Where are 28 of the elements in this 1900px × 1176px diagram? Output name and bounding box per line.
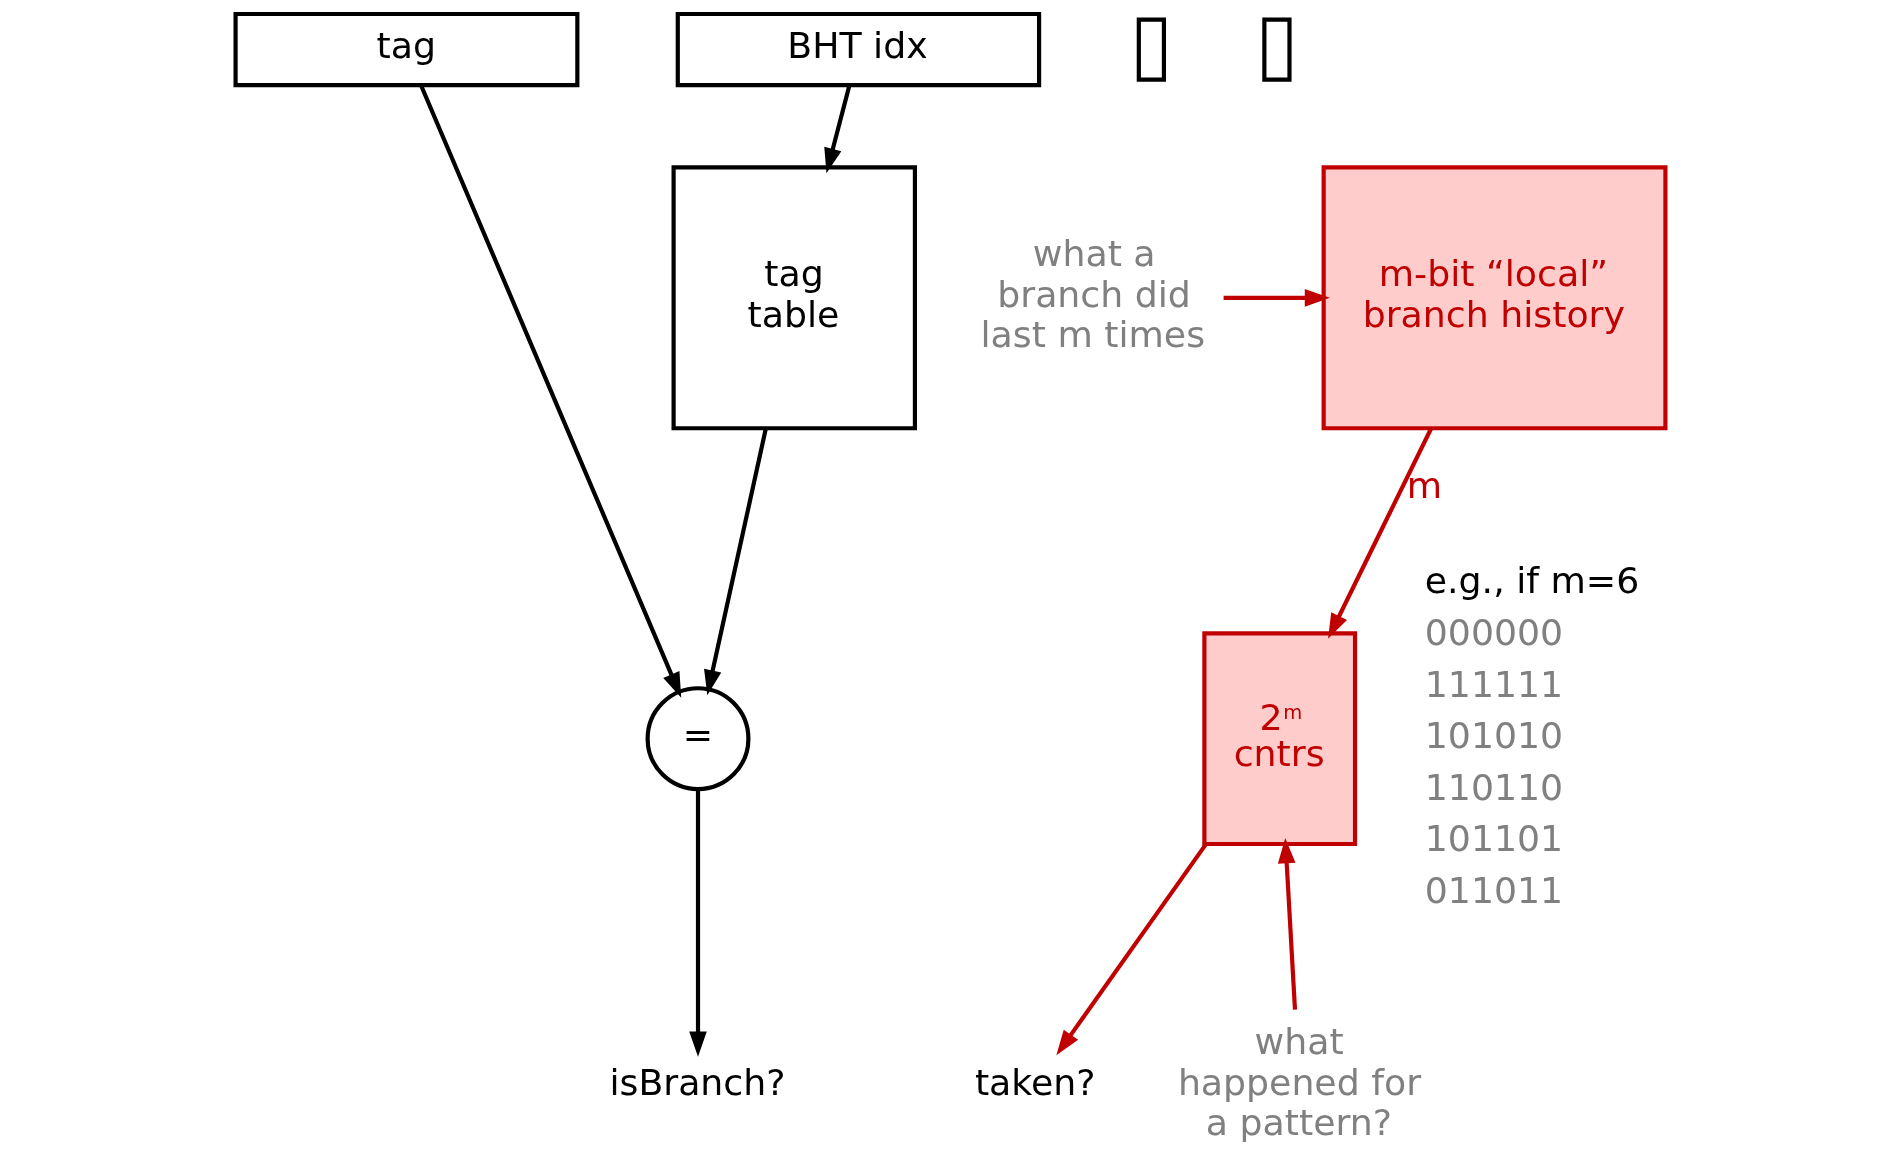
node-text: what a branch did last m times: [979, 232, 1205, 357]
label: 101010: [1424, 714, 1563, 758]
node-box: tag table: [671, 165, 917, 431]
node-text: taken?: [974, 1060, 1096, 1104]
node-text: what happened for a pattern?: [1177, 1020, 1421, 1145]
arrow: [1327, 427, 1433, 639]
node-box: [1136, 17, 1166, 82]
node-box: m-bit “local” branch history: [1321, 165, 1667, 431]
node-circle: =: [645, 686, 750, 792]
edge-label: m: [1406, 463, 1442, 507]
node-box: 2$^{m}$ cntrs: [1201, 631, 1357, 847]
label: e.g., if m=6: [1424, 559, 1639, 603]
arrow: [418, 84, 681, 698]
node-text: isBranch?: [608, 1060, 786, 1104]
node-box: BHT idx: [675, 11, 1041, 88]
arrow: [688, 789, 707, 1057]
arrow: [823, 85, 851, 174]
node-box: tag: [233, 11, 579, 88]
label: 011011: [1424, 868, 1563, 912]
label: 101101: [1424, 817, 1563, 861]
label: 110110: [1424, 765, 1563, 809]
arrow: [1055, 843, 1207, 1056]
arrow: [703, 427, 768, 696]
arrow: [1277, 838, 1297, 1010]
arrow: [1223, 289, 1330, 307]
node-box: [1261, 17, 1292, 82]
label: 000000: [1424, 610, 1563, 654]
label: 111111: [1424, 662, 1563, 706]
